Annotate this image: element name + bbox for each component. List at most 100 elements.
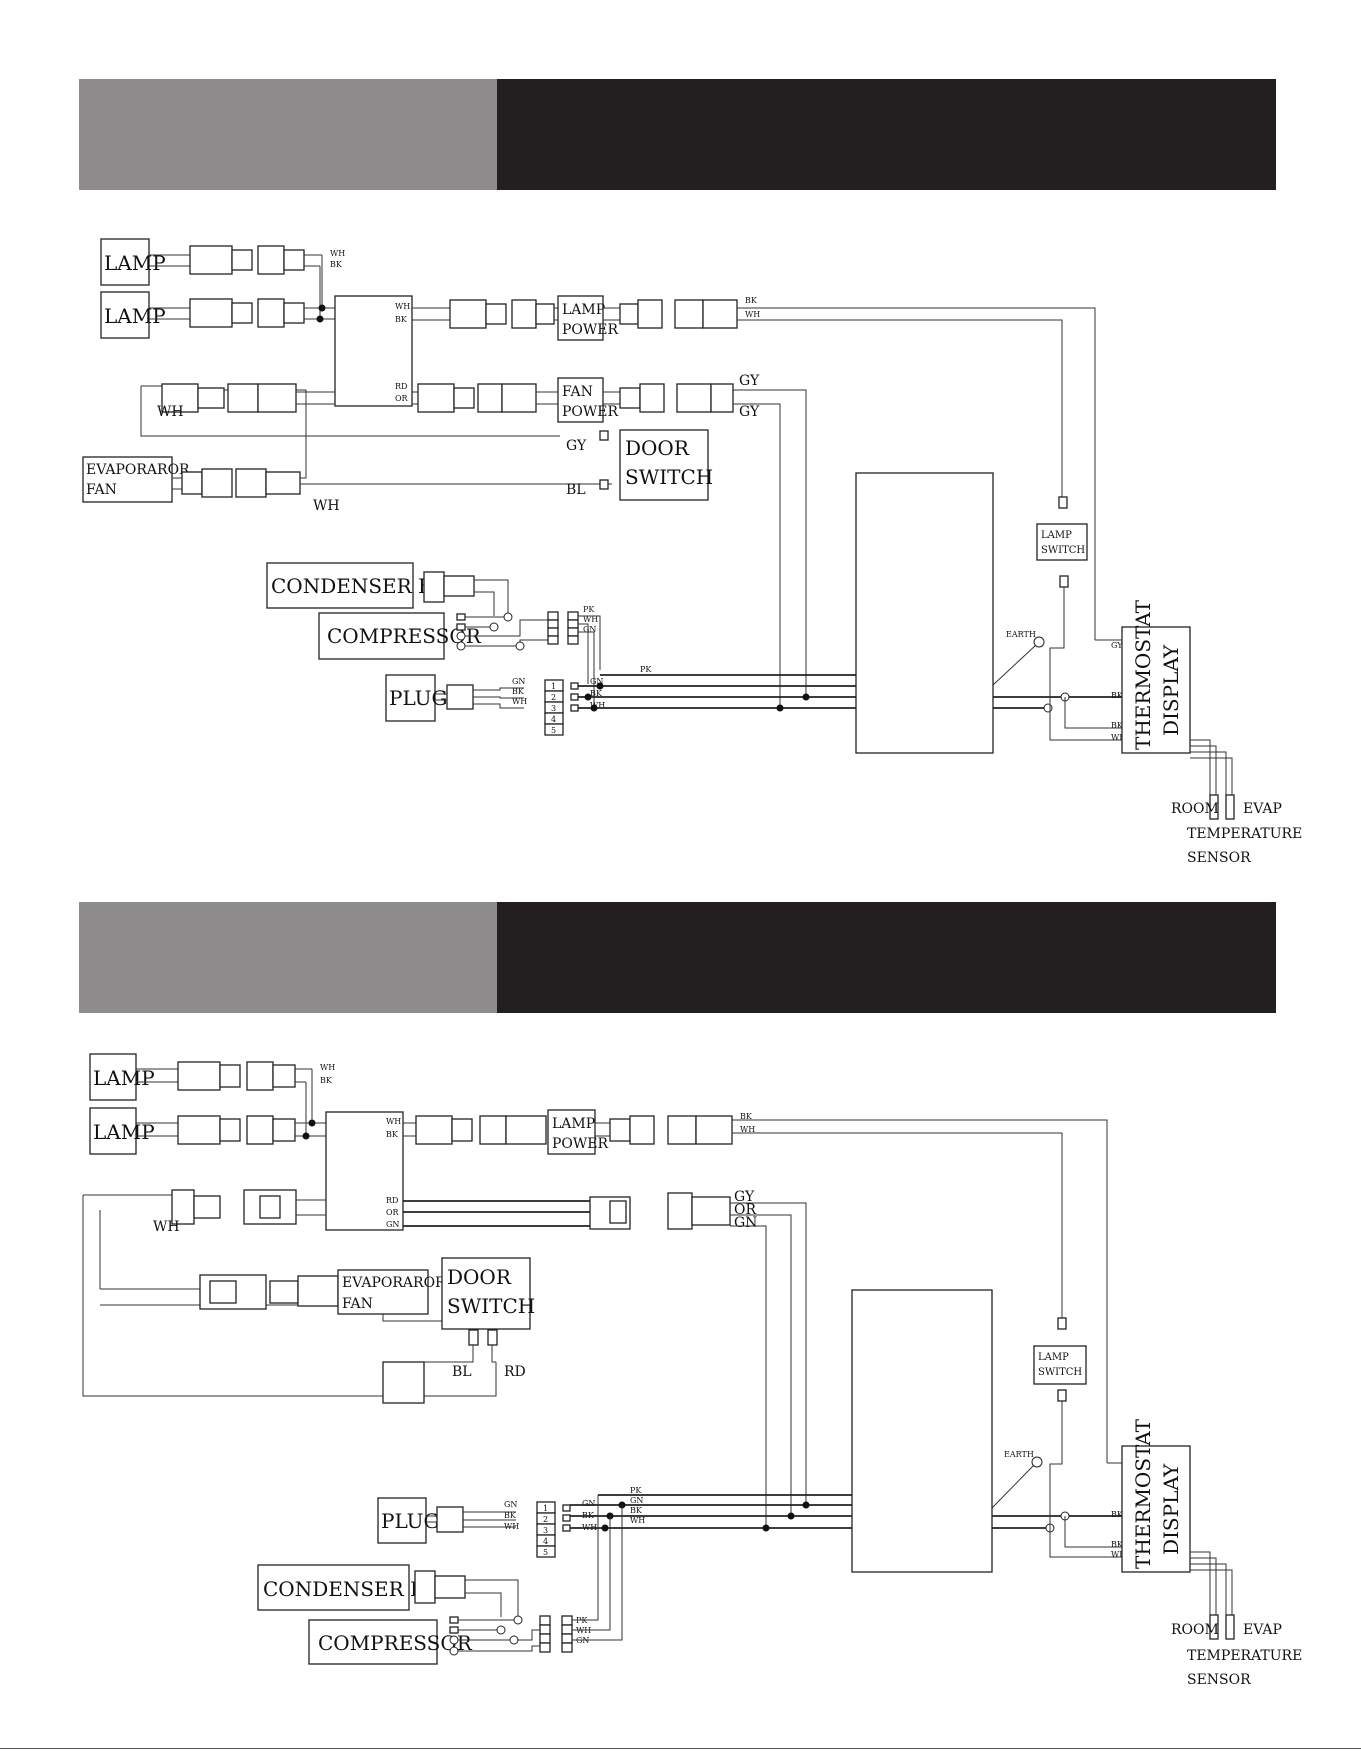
wire-code-bk: BK <box>320 1076 333 1085</box>
door-switch-label-1: DOOR <box>447 1265 512 1289</box>
loop-wh: WH <box>157 404 184 420</box>
fan-gy-1: GY <box>739 373 760 389</box>
evap-fan-label-1: EVAPORAROR <box>86 462 190 478</box>
door-switch-label-2: SWITCH <box>625 465 713 489</box>
plug-gn: GN <box>512 677 525 686</box>
wiring-diagram-1: LAMP LAMP WH BK WH BK RD OR LAMP POWER B… <box>82 238 1302 866</box>
main-wh: WH <box>630 1516 645 1525</box>
comp-gn: GN <box>583 625 596 634</box>
junction-wh: WH <box>395 302 410 311</box>
thermo-bk-1: BK <box>1111 691 1124 700</box>
junction-bk: BK <box>386 1130 399 1139</box>
plug-label: PLUG <box>381 1509 439 1533</box>
room-sensor <box>1209 794 1219 820</box>
thermostat-label: THERMOSTAT <box>1131 1418 1155 1569</box>
controller-box <box>851 1289 993 1573</box>
evaporator-fan-box <box>82 456 173 503</box>
junction-or: OR <box>386 1208 400 1217</box>
plug-box <box>385 674 436 722</box>
evap-fan-label-2: FAN <box>86 482 117 498</box>
main-wh: WH <box>590 701 605 710</box>
main-gn: GN <box>590 677 603 686</box>
lamp-out-bk: BK <box>745 296 758 305</box>
door-gy: GY <box>566 438 587 454</box>
compressor-box <box>308 1619 438 1665</box>
evap-sensor <box>1225 794 1235 820</box>
lamp-out-wh: WH <box>740 1125 755 1134</box>
wire-code-bk: BK <box>330 260 343 269</box>
evap-wh: WH <box>313 498 340 514</box>
lamp-switch-label-1: LAMP <box>1038 1352 1069 1363</box>
term-1: 1 <box>543 1504 548 1513</box>
junction-rd: RD <box>386 1196 398 1205</box>
lamp-power-box <box>557 295 604 341</box>
plug-bk: BK <box>512 687 525 696</box>
controller-box <box>855 472 994 754</box>
compressor-terminals <box>449 1615 540 1656</box>
compressor-label: COMPRESSOR <box>327 624 482 648</box>
evap-sensor <box>1225 1614 1235 1640</box>
thermostat-display-box <box>1121 626 1191 754</box>
fan-gy-2: GY <box>739 404 760 420</box>
door-bl: BL <box>452 1364 472 1380</box>
lamp-switch-label-2: SWITCH <box>1041 545 1085 556</box>
wire-code-wh: WH <box>320 1063 335 1072</box>
junction-or: OR <box>395 394 409 403</box>
lamp-1-box <box>100 238 150 286</box>
evap-fan-label-2: FAN <box>342 1296 373 1312</box>
lamp-2-label: LAMP <box>93 1120 155 1144</box>
thermo-bk-2: BK <box>1111 1540 1124 1549</box>
term-4: 4 <box>543 1537 548 1546</box>
evap-label: EVAP <box>1243 801 1282 817</box>
temp-sensor-label-2: SENSOR <box>1187 1672 1251 1688</box>
main-gn: GN <box>630 1496 643 1505</box>
lamp-1-label: LAMP <box>93 1066 155 1090</box>
term-5: 5 <box>551 726 556 735</box>
loop-wh: WH <box>153 1219 180 1235</box>
thermo-bk-2: BK <box>1111 721 1124 730</box>
thermo-wh: WH <box>1111 733 1126 742</box>
compressor-box <box>318 612 445 660</box>
compressor-terminal-block: PK WH GN <box>547 605 598 645</box>
main-pk: PK <box>640 665 652 674</box>
comp-wh: WH <box>583 615 598 624</box>
plug-terminal-block: 1 2 3 4 5 <box>544 679 564 736</box>
room-label: ROOM <box>1171 801 1219 817</box>
compressor-terminals <box>456 612 548 651</box>
junction-wh: WH <box>386 1117 401 1126</box>
lamp-1-wiring <box>149 245 322 275</box>
condenser-fan-box <box>266 562 414 609</box>
earth-label: EARTH <box>1006 630 1036 639</box>
door-switch-label-2: SWITCH <box>447 1294 535 1318</box>
footer-rule <box>0 1748 1361 1749</box>
compressor-terminal-block: PK WH GN <box>539 1615 591 1653</box>
header-grey-block <box>79 902 497 1013</box>
fan-power-box <box>557 377 604 423</box>
main-pk: PK <box>630 1486 642 1495</box>
section-header-1 <box>79 79 1276 190</box>
term-2: 2 <box>543 1515 548 1524</box>
lamp-1-wiring <box>136 1061 312 1091</box>
junction-bk: BK <box>395 315 408 324</box>
plug-gn: GN <box>504 1500 517 1509</box>
display-label: DISPLAY <box>1159 1463 1183 1555</box>
header-grey-block <box>79 79 497 190</box>
plug-label: PLUG <box>389 686 447 710</box>
plug-wh: WH <box>504 1522 519 1531</box>
junction-box <box>334 295 413 407</box>
room-sensor <box>1209 1614 1219 1640</box>
lamp-power-label-1: LAMP <box>552 1116 595 1132</box>
plug-terminal-block: 1 2 3 4 5 <box>536 1501 556 1558</box>
lamp-1-box <box>89 1053 137 1101</box>
lamp-2-box <box>100 291 150 339</box>
room-label: ROOM <box>1171 1622 1219 1638</box>
door-relay-box <box>382 1361 425 1404</box>
term-3: 3 <box>543 1526 548 1535</box>
lamp-2-box <box>89 1107 137 1155</box>
lamp-2-wiring <box>149 298 335 328</box>
term-1: 1 <box>551 682 556 691</box>
lamp-power-label-2: POWER <box>552 1136 609 1152</box>
display-label: DISPLAY <box>1159 644 1183 736</box>
comp-pk: PK <box>583 605 595 614</box>
evap-label: EVAP <box>1243 1622 1282 1638</box>
